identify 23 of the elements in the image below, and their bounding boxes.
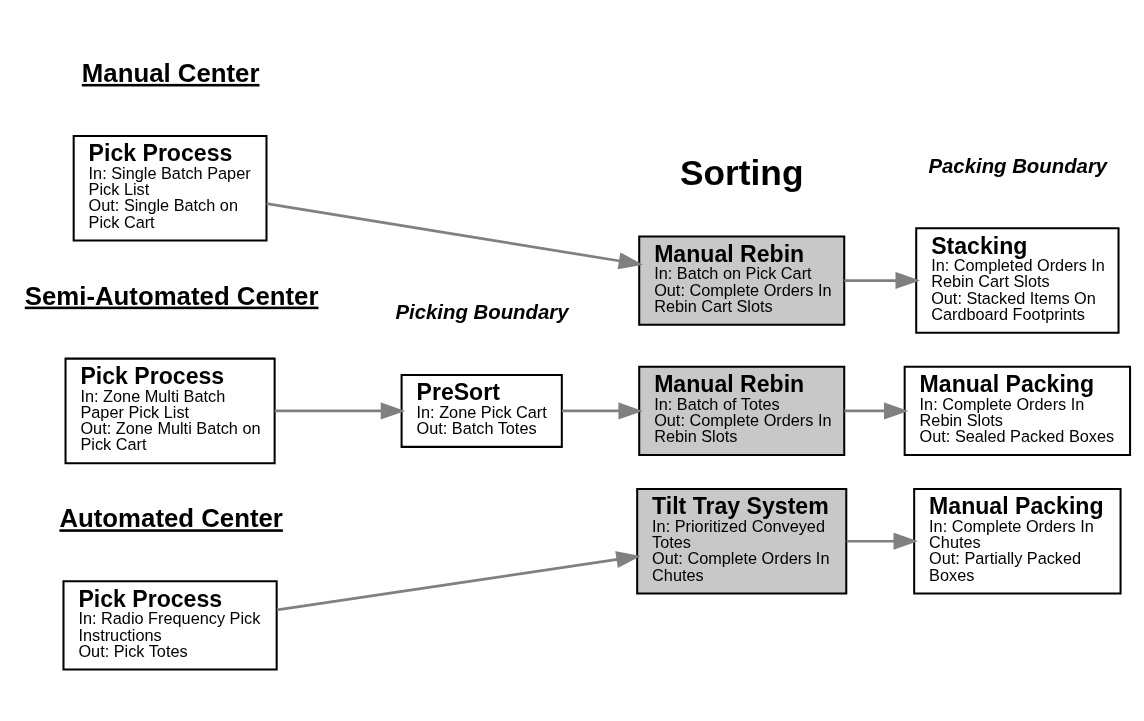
arrow <box>266 201 644 269</box>
node-box: Tilt Tray System In: Prioritized Conveyed Totes Out: Complete Orders In Chutes <box>636 487 848 595</box>
node-box: Manual Packing In: Complete Orders In Chutes Out: Partially Packed Boxes <box>913 487 1122 595</box>
label: Manual Center <box>81 58 260 87</box>
arrow <box>274 401 406 419</box>
label: Sorting <box>679 152 804 192</box>
label: Picking Boundary <box>395 300 569 323</box>
node-box: Pick Process In: Single Batch Paper Pick List Out: Single Batch on Pick Cart <box>72 134 268 241</box>
node-box: Pick Process In: Zone Multi Batch Paper Pick List Out: Zone Multi Batch on Pick Cart <box>64 357 276 464</box>
arrow <box>844 401 909 419</box>
node-box: Manual Rebin In: Batch on Pick Cart Out: Complete Orders In Rebin Cart Slots <box>638 234 846 326</box>
arrow <box>846 532 918 550</box>
arrow <box>844 271 920 289</box>
node-box: PreSort In: Zone Pick Cart Out: Batch Totes <box>400 373 563 448</box>
node-box: Manual Rebin In: Batch of Totes Out: Complete Orders In Rebin Slots <box>638 365 846 456</box>
label: Packing Boundary <box>928 154 1108 177</box>
label: Automated Center <box>59 503 283 532</box>
arrow <box>562 401 643 419</box>
node-box: Stacking In: Completed Orders In Rebin Cart Slots Out: Stacked Items On Cardboard Footprints <box>915 226 1120 334</box>
node-box: Manual Packing In: Complete Orders In Rebin Slots Out: Sealed Packed Boxes <box>903 365 1132 456</box>
node-box: Pick Process In: Radio Frequency Pick Instructions Out: Pick Totes <box>62 579 278 671</box>
label: Semi-Automated Center <box>24 281 319 310</box>
arrow <box>276 550 641 611</box>
